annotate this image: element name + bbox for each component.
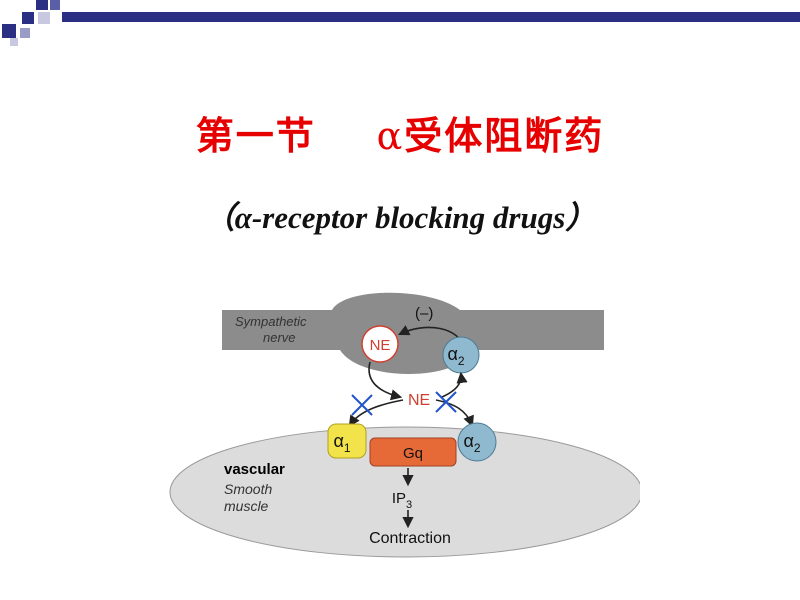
cell-label-muscle: muscle	[224, 498, 269, 514]
deco-square	[20, 28, 30, 38]
deco-square	[38, 12, 50, 24]
deco-square	[2, 24, 16, 38]
title-chinese-rest: 受体阻断药	[404, 114, 605, 158]
feedback-label: (–)	[415, 305, 433, 322]
cell-label-vascular: vascular	[224, 461, 285, 478]
ne-released-label: NE	[408, 392, 430, 409]
block-mark-left	[351, 394, 373, 416]
nerve-label-2: nerve	[263, 330, 296, 345]
deco-square	[50, 0, 60, 10]
alpha-receptor-diagram: Sympathetic nerve (–) NE α2 NE α1 Gq α2 …	[169, 292, 640, 558]
gq-protein	[369, 437, 457, 467]
ne-vesicle-label: NE	[370, 337, 391, 354]
alpha1-receptor	[327, 423, 367, 459]
contraction-label: Contraction	[369, 530, 451, 547]
ne-vesicle	[361, 325, 399, 363]
alpha2-post-label: α2	[463, 431, 480, 455]
alpha1-label: α1	[333, 431, 350, 455]
deco-square	[36, 0, 48, 10]
feedback-up-arrow	[441, 371, 468, 398]
deco-square	[10, 38, 18, 46]
block-mark-right	[435, 391, 457, 413]
gq-label: Gq	[403, 445, 423, 462]
smooth-muscle-cell	[169, 426, 640, 558]
alpha2-pre-label: α2	[447, 344, 464, 368]
page-title: 第一节 α受体阻断药	[0, 105, 800, 160]
corner-decoration	[0, 0, 800, 50]
sympathetic-nerve	[222, 292, 604, 374]
ip3-label: IP3	[392, 490, 412, 511]
arrow-to-alpha2-post	[435, 399, 474, 428]
title-chinese-prefix: 第一节	[195, 114, 316, 158]
release-arrow	[368, 361, 403, 401]
nerve-label-1: Sympathetic	[235, 314, 307, 329]
title-alpha: α	[376, 114, 405, 158]
arrow-to-alpha1	[348, 399, 404, 427]
alpha2-postsynaptic	[457, 422, 497, 462]
deco-square	[22, 12, 34, 24]
deco-bar	[62, 12, 800, 22]
cell-label-smooth: Smooth	[224, 481, 272, 497]
page-subtitle: （α-receptor blocking drugs）	[203, 200, 597, 235]
